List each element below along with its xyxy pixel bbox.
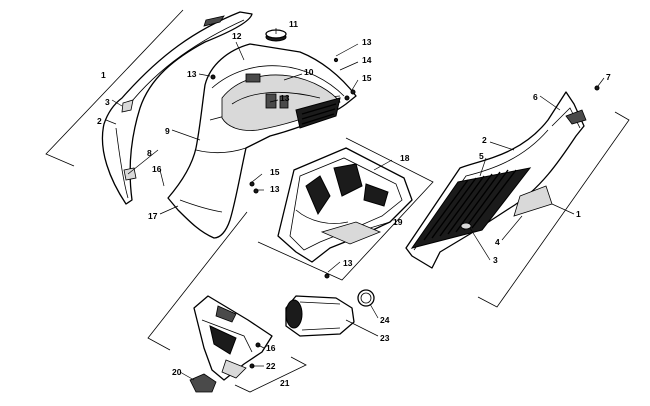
callout-19: 19 [393,217,403,227]
callout-13-hood-right: 13 [362,37,372,47]
callout-15-mid: 15 [270,167,280,177]
left-side-panel [101,11,253,205]
callout-11: 11 [289,19,298,29]
callout-8: 8 [147,148,152,158]
callout-3-right: 3 [493,255,498,265]
callout-17: 17 [148,211,158,221]
lower-air-box [193,295,273,381]
callout-5: 5 [479,151,484,161]
belly-pan [277,147,413,279]
callout-18: 18 [400,153,410,163]
right-side-panel [405,85,600,269]
callout-15-upper: 15 [362,73,372,83]
callout-13-lower: 13 [343,258,353,268]
callout-12: 12 [232,31,242,41]
callout-14: 14 [362,55,372,65]
callout-20: 20 [172,367,182,377]
callout-6: 6 [533,92,538,102]
bracket-lower-small [234,356,307,393]
callout-1-left: 1 [101,70,106,80]
callout-7: 7 [606,72,611,82]
bracket-left-side-panel [45,9,184,167]
callout-2-left: 2 [97,116,102,126]
callout-16-upper: 16 [152,164,162,174]
callout-10: 10 [304,67,314,77]
air-duct [285,289,375,337]
callout-22: 22 [266,361,276,371]
callout-23: 23 [380,333,390,343]
bracket-belly-pan [257,137,434,281]
callout-13-mid: 13 [270,184,280,194]
callout-24: 24 [380,315,390,325]
bracket-right-side-panel [477,111,630,308]
callout-16-lower: 16 [266,343,276,353]
leader-lines [105,28,605,381]
callout-2-right: 2 [482,135,487,145]
callout-3-left: 3 [105,97,110,107]
bracket-20 [189,342,261,393]
callout-13-hood-left: 13 [187,69,197,79]
bracket-lower-assembly [147,211,248,351]
callout-4: 4 [495,237,500,247]
callout-21: 21 [280,378,290,388]
callout-9: 9 [165,126,170,136]
callout-1-right: 1 [576,209,581,219]
callout-13-hood-center: 13 [280,93,290,103]
